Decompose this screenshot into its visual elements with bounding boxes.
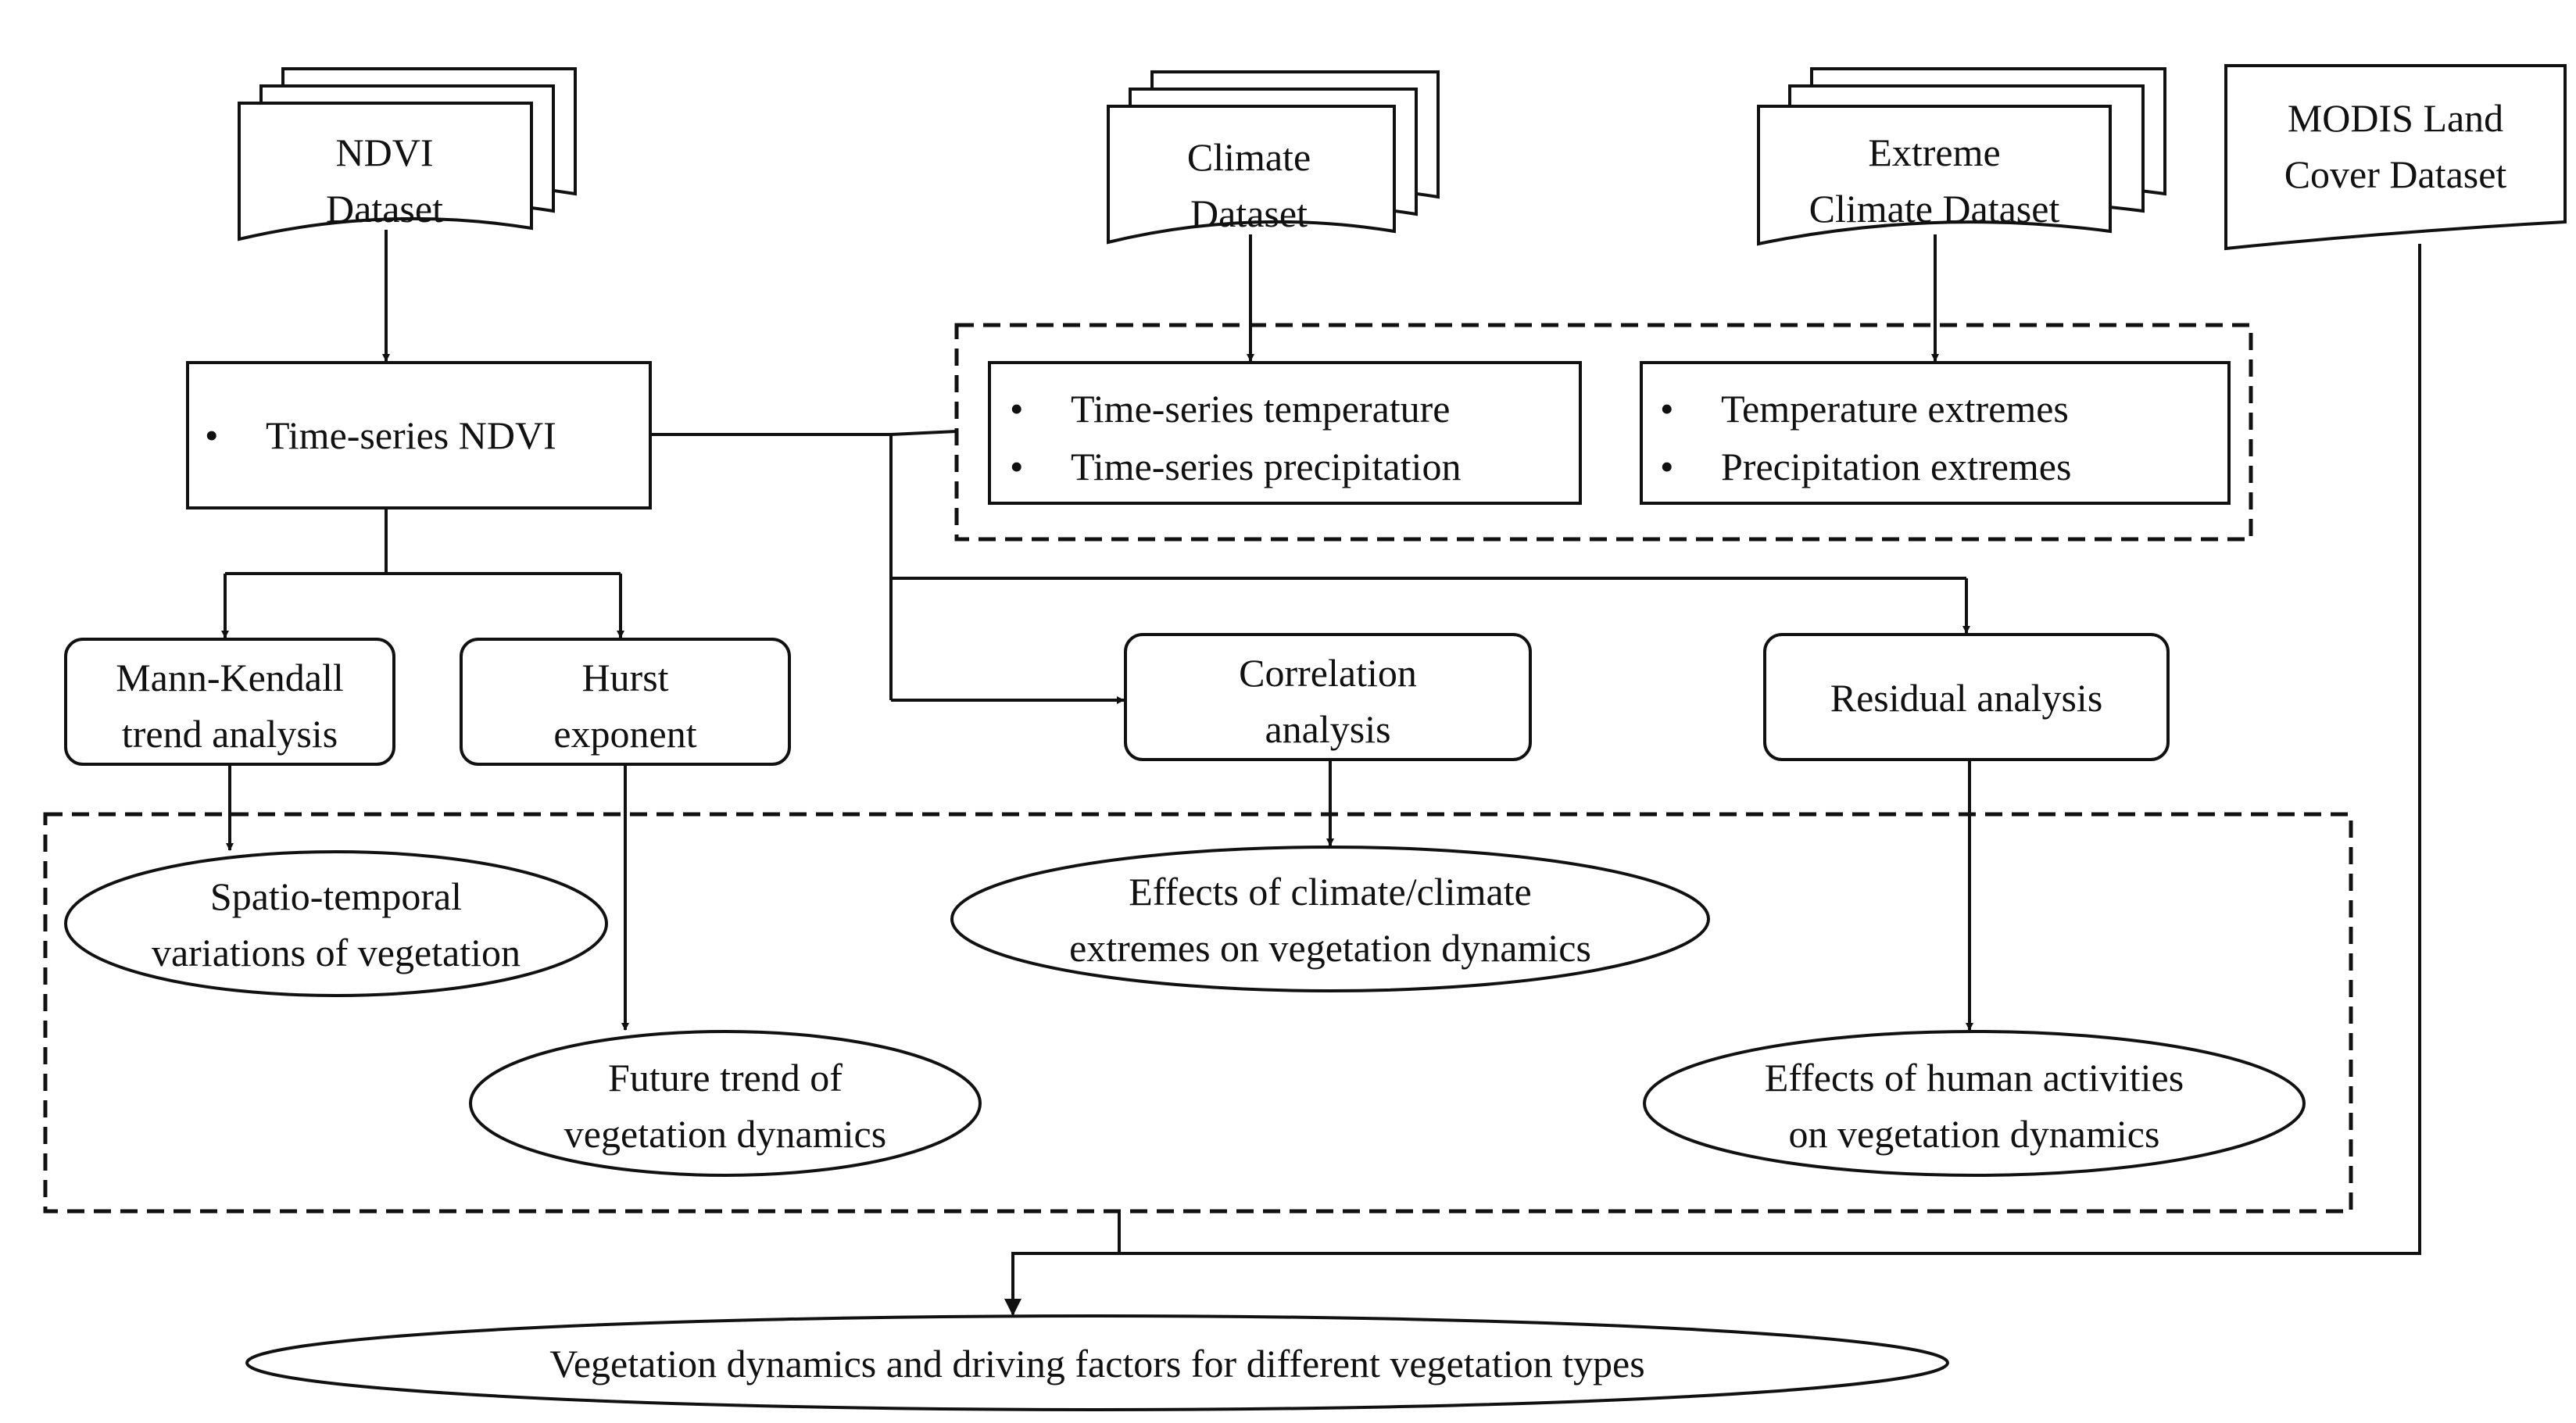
residual-label: Residual analysis: [1830, 676, 2103, 720]
correlation-label-line1: Correlation: [1239, 651, 1417, 695]
climate-dataset-node: Climate Dataset: [1107, 70, 1440, 245]
climate-effects-node: Effects of climate/climate extremes on v…: [950, 846, 1710, 992]
future-trend-node: Future trend of vegetation dynamics: [469, 1030, 982, 1177]
ndvi-dataset-label-line2: Dataset: [326, 187, 443, 231]
bullet-glyph: •: [1010, 445, 1024, 488]
connector-modis-to-final: [1004, 244, 2421, 1316]
mann-kendall-label-line2: trend analysis: [122, 712, 338, 756]
bullet-glyph: •: [1660, 387, 1674, 431]
modis-dataset-label-line2: Cover Dataset: [2284, 152, 2507, 196]
bullet-glyph: •: [205, 413, 219, 457]
time-series-temperature-label: Time-series temperature: [1071, 387, 1451, 431]
ndvi-dataset-label-line1: NDVI: [336, 131, 434, 174]
bullet-glyph: •: [1010, 387, 1024, 431]
precipitation-extremes-label: Precipitation extremes: [1721, 445, 2071, 488]
final-output-label: Vegetation dynamics and driving factors …: [549, 1342, 1644, 1385]
human-effects-label-line2: on vegetation dynamics: [1789, 1112, 2160, 1156]
hurst-exponent-node: Hurst exponent: [460, 638, 791, 766]
climate-series-box: • Time-series temperature • Time-series …: [988, 361, 1582, 505]
connector-ndvi-to-climate-group: [650, 430, 957, 436]
climate-effects-label-line2: extremes on vegetation dynamics: [1069, 926, 1591, 970]
mann-kendall-trend-analysis-node: Mann-Kendall trend analysis: [64, 638, 395, 766]
time-series-ndvi-box: • Time-series NDVI: [186, 361, 652, 509]
ndvi-dataset-node: NDVI Dataset: [238, 67, 577, 241]
climate-effects-label-line1: Effects of climate/climate: [1129, 870, 1532, 914]
mann-kendall-label-line1: Mann-Kendall: [116, 656, 344, 699]
extreme-dataset-label-line1: Extreme: [1868, 131, 2000, 174]
results-group-outline: [43, 812, 2353, 1214]
spatio-temporal-label-line2: variations of vegetation: [152, 931, 521, 974]
hurst-label-line1: Hurst: [581, 656, 668, 699]
climate-dataset-label-line1: Climate: [1187, 135, 1311, 179]
spatio-temporal-variations-node: Spatio-temporal variations of vegetation: [64, 850, 608, 997]
climate-dataset-label-line2: Dataset: [1190, 191, 1308, 235]
modis-land-cover-dataset-node: MODIS Land Cover Dataset: [2224, 64, 2567, 251]
extreme-climate-dataset-node: Extreme Climate Dataset: [1757, 67, 2166, 246]
modis-dataset-label-line1: MODIS Land: [2288, 96, 2503, 140]
vegetation-dynamics-driving-factors-node: Vegetation dynamics and driving factors …: [245, 1314, 1949, 1411]
human-activities-effects-node: Effects of human activities on vegetatio…: [1643, 1030, 2306, 1177]
extreme-dataset-label-line2: Climate Dataset: [1809, 187, 2060, 231]
correlation-label-line2: analysis: [1265, 707, 1390, 751]
residual-analysis-node: Residual analysis: [1763, 633, 2170, 761]
hurst-label-line2: exponent: [553, 712, 696, 756]
spatio-temporal-label-line1: Spatio-temporal: [210, 874, 462, 918]
climate-extremes-box: • Temperature extremes • Precipitation e…: [1640, 361, 2231, 505]
temperature-extremes-label: Temperature extremes: [1721, 387, 2069, 431]
time-series-precipitation-label: Time-series precipitation: [1071, 445, 1461, 488]
future-trend-label-line1: Future trend of: [608, 1056, 843, 1099]
future-trend-label-line2: vegetation dynamics: [564, 1112, 886, 1156]
human-effects-label-line1: Effects of human activities: [1765, 1056, 2184, 1099]
correlation-analysis-node: Correlation analysis: [1124, 633, 1532, 761]
time-series-ndvi-label: Time-series NDVI: [266, 413, 556, 457]
bullet-glyph: •: [1660, 445, 1674, 488]
